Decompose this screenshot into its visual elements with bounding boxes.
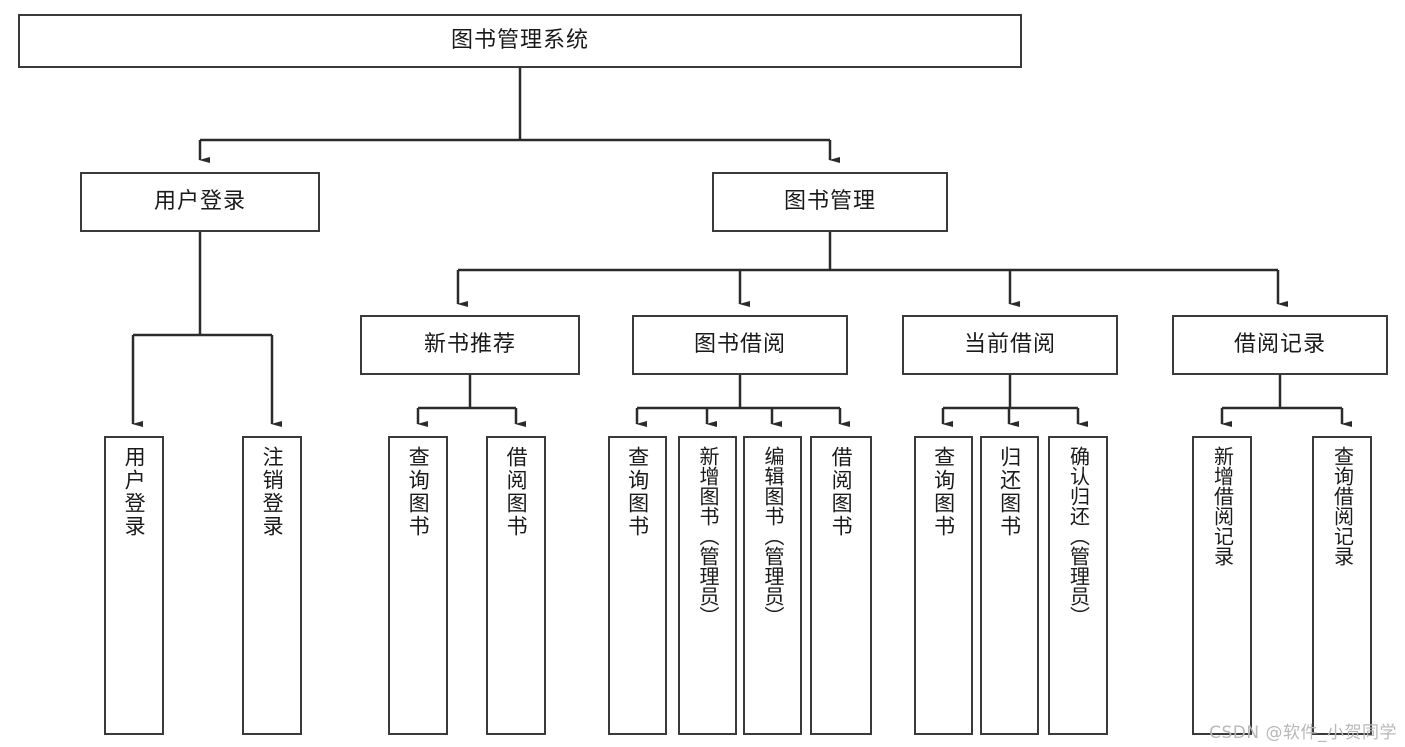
node-leaf-query-book-1-label: 查询图书 <box>406 446 431 538</box>
node-borrow-record-label: 借阅记录 <box>1233 331 1326 357</box>
node-leaf-return-book-label: 归还图书 <box>997 446 1022 538</box>
node-leaf-add-book-admin-label: 新增图书（管理员） <box>696 446 720 626</box>
node-leaf-confirm-return-admin-label: 确认归还（管理员） <box>1066 446 1091 626</box>
node-borrow-record[interactable]: 借阅记录 <box>1172 315 1388 375</box>
node-new-book-recommend[interactable]: 新书推荐 <box>360 315 580 375</box>
node-root-label: 图书管理系统 <box>450 27 589 53</box>
node-leaf-query-book-1[interactable]: 查询图书 <box>388 436 448 735</box>
node-leaf-query-book-2[interactable]: 查询图书 <box>608 436 667 735</box>
node-leaf-query-book-3-label: 查询图书 <box>931 446 956 538</box>
node-leaf-borrow-book-2[interactable]: 借阅图书 <box>810 436 872 735</box>
node-book-management-label: 图书管理 <box>783 188 876 214</box>
node-leaf-query-borrow-record[interactable]: 查询借阅记录 <box>1312 436 1372 735</box>
node-book-management[interactable]: 图书管理 <box>712 172 948 232</box>
node-leaf-query-borrow-record-label: 查询借阅记录 <box>1330 446 1355 566</box>
node-leaf-add-borrow-record[interactable]: 新增借阅记录 <box>1192 436 1252 735</box>
node-root[interactable]: 图书管理系统 <box>18 14 1022 68</box>
watermark-text: CSDN @软件_小贺同学 <box>1209 723 1397 743</box>
node-user-login[interactable]: 用户登录 <box>80 172 320 232</box>
node-leaf-user-login-label: 用户登录 <box>122 446 147 538</box>
node-book-borrow[interactable]: 图书借阅 <box>632 315 848 375</box>
node-leaf-borrow-book-1-label: 借阅图书 <box>504 446 529 538</box>
node-user-login-label: 用户登录 <box>153 188 246 214</box>
node-leaf-add-borrow-record-label: 新增借阅记录 <box>1210 446 1235 566</box>
node-leaf-query-book-3[interactable]: 查询图书 <box>914 436 973 735</box>
node-current-borrow[interactable]: 当前借阅 <box>902 315 1118 375</box>
node-current-borrow-label: 当前借阅 <box>963 331 1056 357</box>
node-leaf-borrow-book-2-label: 借阅图书 <box>829 446 854 538</box>
node-leaf-confirm-return-admin[interactable]: 确认归还（管理员） <box>1048 436 1108 735</box>
node-leaf-borrow-book-1[interactable]: 借阅图书 <box>486 436 546 735</box>
node-leaf-edit-book-admin-label: 编辑图书（管理员） <box>761 446 785 626</box>
node-leaf-user-login[interactable]: 用户登录 <box>104 436 164 735</box>
node-book-borrow-label: 图书借阅 <box>693 331 786 357</box>
node-new-book-recommend-label: 新书推荐 <box>423 331 516 357</box>
node-leaf-query-book-2-label: 查询图书 <box>625 446 650 538</box>
node-leaf-logout-login-label: 注销登录 <box>260 446 285 538</box>
node-leaf-return-book[interactable]: 归还图书 <box>980 436 1039 735</box>
node-leaf-edit-book-admin[interactable]: 编辑图书（管理员） <box>743 436 802 735</box>
node-leaf-logout-login[interactable]: 注销登录 <box>242 436 302 735</box>
node-leaf-add-book-admin[interactable]: 新增图书（管理员） <box>678 436 737 735</box>
